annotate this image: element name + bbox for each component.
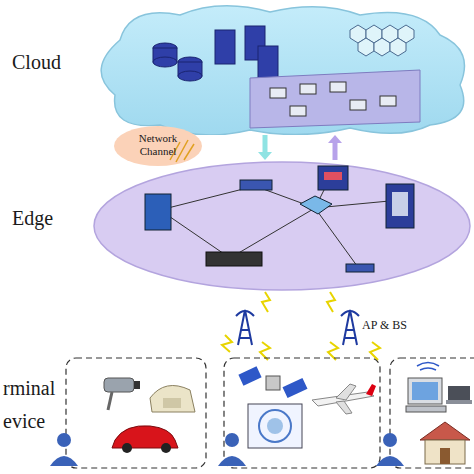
region-label: Cloud (12, 50, 82, 74)
cloud-region: Cloud (0, 0, 474, 135)
cloud-outline (0, 0, 474, 135)
data-flow-arrow (258, 135, 272, 160)
channel-region: Network Channel (112, 124, 204, 168)
tier-label: rminal evice (3, 372, 61, 438)
region-label: Network Channel (124, 132, 192, 158)
edge-outline (0, 160, 474, 292)
edge-region: Edge (0, 160, 474, 292)
data-flow-arrow (328, 135, 342, 160)
region-label: Edge (12, 206, 82, 230)
access-point-label: AP & BS (362, 318, 422, 332)
